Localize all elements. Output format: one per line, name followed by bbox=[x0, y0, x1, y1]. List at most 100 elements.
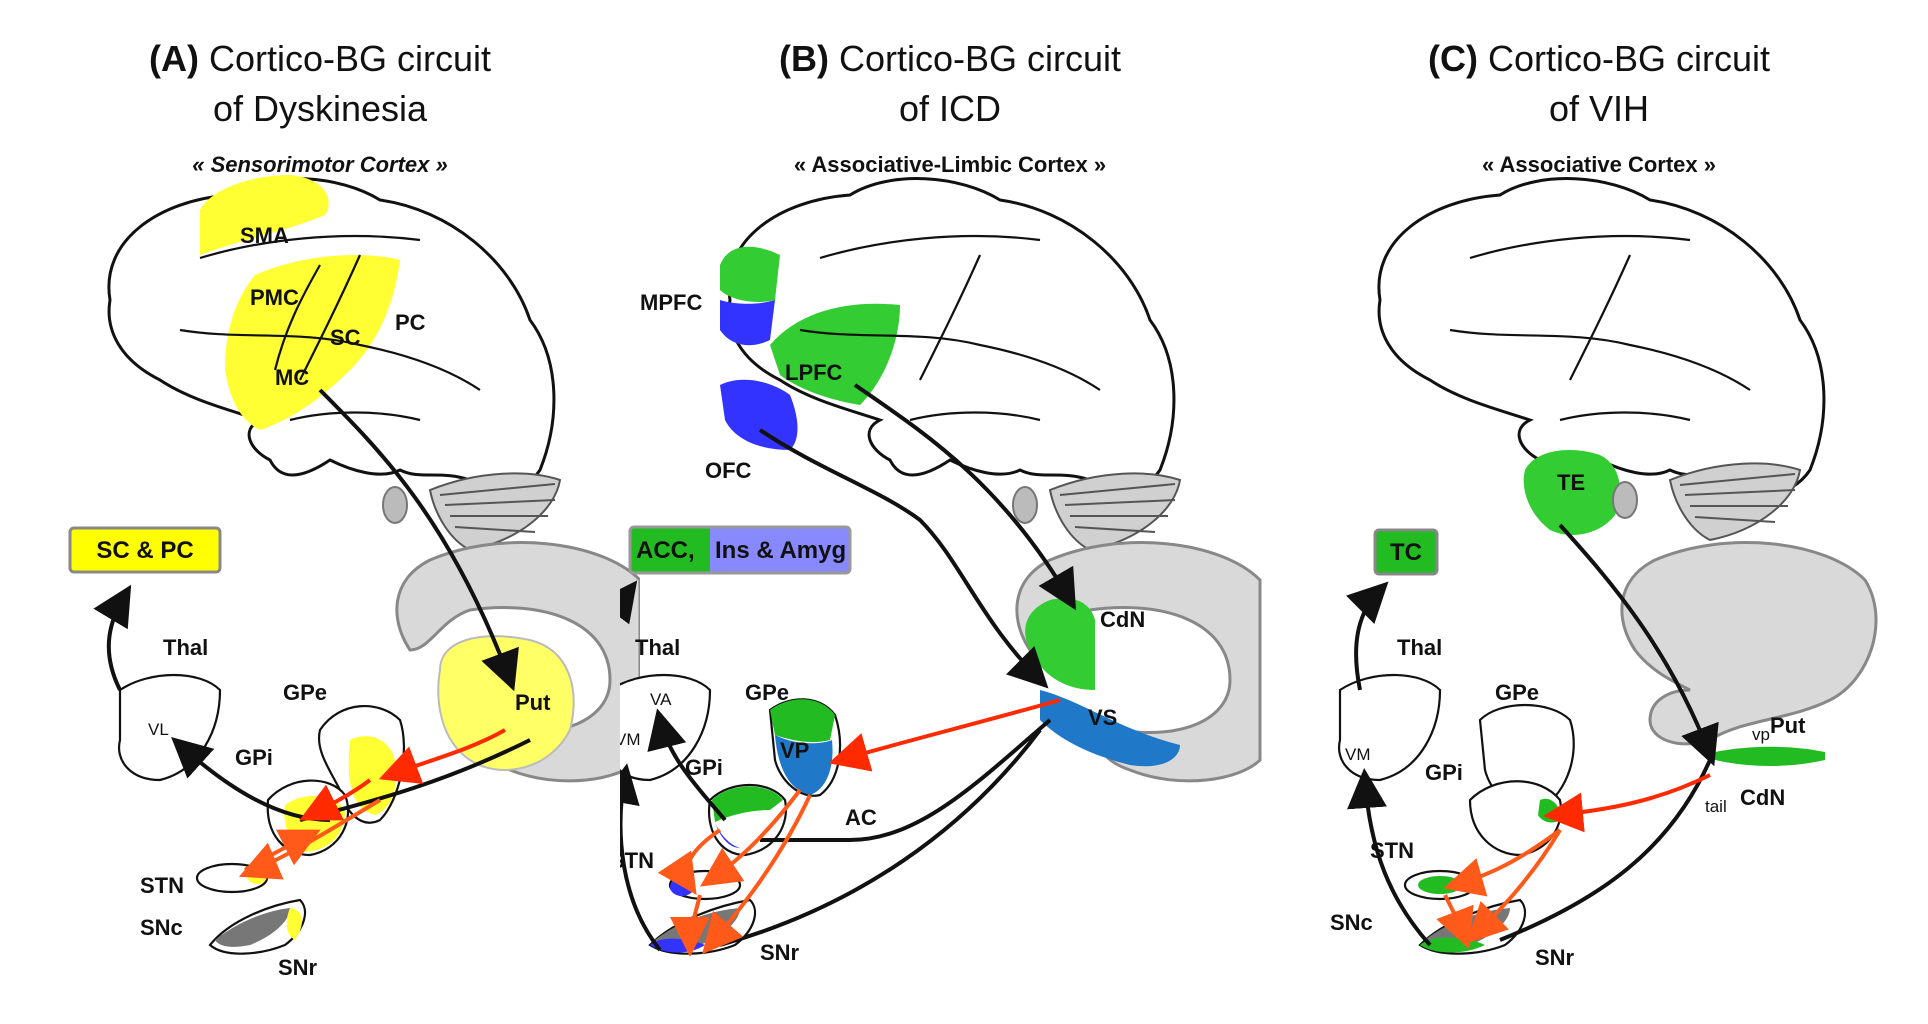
arrow-put-to-gpe bbox=[378, 728, 506, 784]
output-box-label-2: Ins & Amyg bbox=[715, 537, 846, 564]
sulcus-central bbox=[919, 254, 982, 381]
area-sma-fill bbox=[200, 175, 329, 255]
label-gpe: GPe bbox=[745, 680, 789, 705]
arrow-vs-to-vp bbox=[828, 698, 1061, 772]
label-vm: VM bbox=[1345, 745, 1371, 764]
area-te-fill bbox=[1523, 450, 1620, 535]
label-pmc: PMC bbox=[250, 285, 299, 310]
arrow-vp-to-stn bbox=[700, 788, 802, 887]
cerebellum-folia bbox=[439, 483, 556, 533]
panel-b-label: (B) bbox=[778, 38, 829, 79]
brainstem-shape bbox=[1012, 486, 1038, 524]
arrow-vs-to-snr bbox=[719, 728, 1042, 947]
area-lpfc-fill bbox=[770, 303, 900, 405]
snc-fill bbox=[215, 908, 290, 947]
arrow-te-to-put bbox=[1558, 523, 1719, 767]
output-box-purple bbox=[710, 527, 850, 573]
arrow-gpe-to-gpi bbox=[299, 778, 372, 821]
panel-b-title: (B) Cortico-BG circuit of ICD bbox=[620, 34, 1280, 134]
arrow-lpfc-to-cdn bbox=[853, 383, 1077, 611]
label-va: VA bbox=[650, 690, 672, 709]
panel-c-title: (C) Cortico-BG circuit of VIH bbox=[1270, 34, 1928, 134]
vs-fill bbox=[1040, 690, 1180, 767]
label-sma: SMA bbox=[240, 223, 289, 248]
label-vp: VP bbox=[780, 738, 809, 763]
panel-c-cortex-label: « Associative Cortex » bbox=[1482, 152, 1716, 177]
arrow-snr-to-vm bbox=[620, 763, 662, 952]
label-sc: SC bbox=[330, 325, 361, 350]
label-lpfc: LPFC bbox=[785, 360, 843, 385]
area-motor-fill bbox=[225, 255, 400, 430]
label-thal: Thal bbox=[163, 635, 208, 660]
arrow-vp-to-snr bbox=[702, 794, 812, 955]
label-put: Put bbox=[1770, 713, 1806, 738]
panel-c-title-line2: of VIH bbox=[1548, 88, 1650, 129]
vp-blue-fill bbox=[775, 735, 833, 795]
gpi-green-fill bbox=[712, 786, 783, 822]
panel-a-title-line1: Cortico-BG circuit bbox=[208, 38, 492, 79]
label-vl: VL bbox=[148, 720, 169, 739]
arrow-stn-to-snr bbox=[1436, 894, 1474, 950]
panel-a-diagram: SMA PMC SC PC MC SC & PC Put Thal VL GPe… bbox=[68, 175, 640, 980]
label-gpi: GPi bbox=[685, 755, 723, 780]
snr-fill bbox=[286, 908, 302, 940]
panel-b-title-line1: Cortico-BG circuit bbox=[838, 38, 1122, 79]
area-mpfc-blue bbox=[720, 300, 775, 346]
sulcus-lateral bbox=[1449, 328, 1751, 391]
arrow-gpe-to-snr bbox=[1466, 828, 1562, 944]
panel-b: (B) Cortico-BG circuit of ICD « Associat… bbox=[620, 0, 1280, 1024]
sulcus-central bbox=[1569, 254, 1632, 381]
striatum-outline bbox=[1620, 541, 1878, 746]
sulcus-central bbox=[299, 254, 362, 381]
label-thal: Thal bbox=[1397, 635, 1442, 660]
cerebellum-folia bbox=[1059, 483, 1176, 533]
arrow-thal-to-cortex bbox=[620, 580, 638, 625]
putamen-fill bbox=[437, 635, 575, 771]
panel-a: (A) Cortico-BG circuit of Dyskinesia « S… bbox=[0, 0, 640, 1024]
panel-c: (C) Cortico-BG circuit of VIH « Associat… bbox=[1270, 0, 1928, 1024]
arrow-mc-to-put bbox=[318, 388, 519, 692]
arrow-vs-to-gpi bbox=[760, 718, 1052, 842]
label-vm: VM bbox=[620, 730, 641, 749]
label-snr: SNr bbox=[1535, 945, 1575, 970]
output-box-label-1: ACC, bbox=[636, 537, 695, 564]
arrow-ofc-to-vs bbox=[758, 428, 1049, 689]
label-thal: Thal bbox=[635, 635, 680, 660]
arrow-gpi-to-va bbox=[647, 708, 727, 822]
panel-b-title-line2: of ICD bbox=[898, 88, 1002, 129]
label-gpi: GPi bbox=[1425, 760, 1463, 785]
sulcus-lateral bbox=[179, 328, 481, 391]
label-cdn-prefix: tail bbox=[1705, 797, 1727, 816]
arrow-cdn-to-snr bbox=[1499, 759, 1712, 942]
label-stn: STN bbox=[140, 873, 184, 898]
sulcus-medial bbox=[199, 234, 421, 260]
panel-c-label: (C) bbox=[1427, 38, 1478, 79]
label-vs: VS bbox=[1088, 705, 1117, 730]
area-mpfc-fill bbox=[720, 246, 780, 302]
output-box-green bbox=[630, 527, 710, 573]
label-mpfc: MPFC bbox=[640, 290, 702, 315]
label-pc: PC bbox=[395, 310, 426, 335]
panel-a-label: (A) bbox=[148, 38, 199, 79]
output-box-frame bbox=[628, 525, 852, 575]
brainstem-shape bbox=[1612, 481, 1638, 519]
label-te: TE bbox=[1557, 470, 1585, 495]
vp-green-fill bbox=[770, 699, 835, 743]
vp-put-fill bbox=[1715, 746, 1825, 766]
label-snc: SNc bbox=[1330, 910, 1373, 935]
label-snc: SNc bbox=[140, 915, 183, 940]
arrow-thal-to-cortex bbox=[93, 584, 132, 691]
cerebellum-folia bbox=[1679, 473, 1796, 523]
label-put-prefix: vp bbox=[1752, 725, 1770, 744]
arrow-gpi-to-stn bbox=[657, 828, 722, 895]
sulcus-precentral bbox=[273, 264, 321, 371]
arrow-snr-to-vm bbox=[1347, 768, 1432, 947]
sulcus-temporal bbox=[289, 411, 421, 422]
label-gpe: GPe bbox=[1495, 680, 1539, 705]
arrow-thal-to-cortex bbox=[1346, 581, 1389, 691]
label-ac: AC bbox=[845, 805, 877, 830]
output-box-label: SC & PC bbox=[96, 537, 193, 564]
output-box-sc-pc bbox=[68, 526, 222, 574]
label-mc: MC bbox=[275, 365, 309, 390]
